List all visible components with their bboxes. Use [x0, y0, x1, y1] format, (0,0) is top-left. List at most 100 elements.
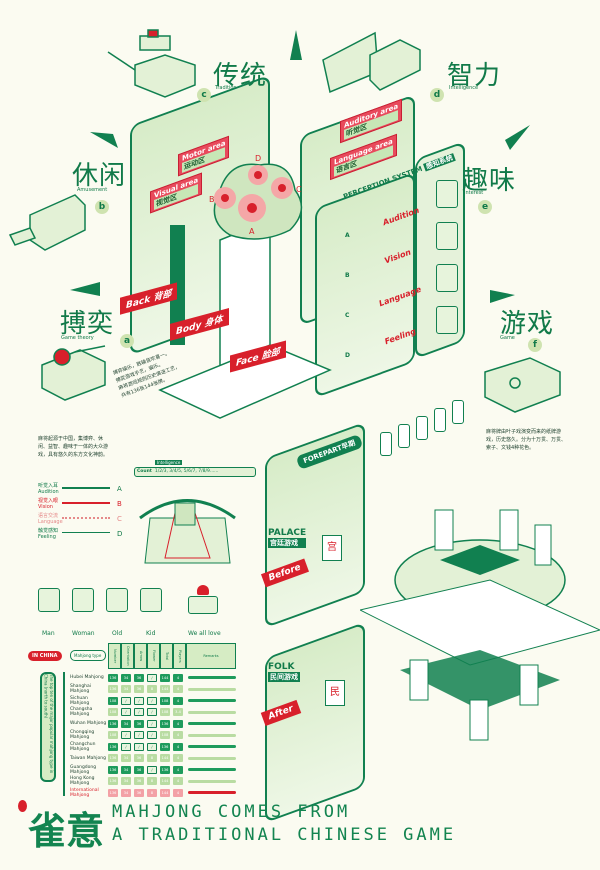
- category-title: 休闲: [72, 161, 127, 191]
- man-icon: [38, 588, 60, 612]
- players-scene: [360, 509, 600, 741]
- brain-illustration: A B C D: [209, 154, 303, 240]
- tile-icon: [452, 400, 464, 424]
- hand-icon: [436, 306, 458, 334]
- row-name: Chongqing Mahjong: [70, 730, 95, 741]
- game-controller-icon: [484, 357, 561, 413]
- table-cell: 34: [121, 788, 131, 797]
- table-cell: 4: [173, 742, 183, 751]
- table-cell: 136: [160, 742, 170, 751]
- remark-bar: [188, 791, 236, 795]
- category-subtitle: Game theory: [61, 335, 94, 341]
- table-vertical-label: The top ten of the major popular mahjong…: [40, 672, 56, 782]
- table-cell: 108: [108, 696, 118, 705]
- table-cell: 4: [173, 685, 183, 694]
- table-cell: 144: [160, 685, 170, 694]
- remark-bar: [188, 687, 236, 691]
- table-header-cell: Remarks: [186, 643, 236, 669]
- table-cell: 108: [160, 731, 170, 740]
- table-cell: 4: [173, 719, 183, 728]
- table-cell: 136: [160, 765, 170, 774]
- table-cell: /: [134, 696, 144, 705]
- table-cell: 4: [173, 765, 183, 774]
- table-cell: 4: [173, 731, 183, 740]
- remark-bar: [188, 745, 236, 749]
- remark-bar: [188, 699, 236, 703]
- title-line-2: A TRADITIONAL CHINESE GAME: [112, 825, 457, 845]
- intro-text: 麻将起源于中国，集博弈、休闲、益智、趣味于一体的大众游戏，具有悠久的东方文化神韵…: [38, 436, 109, 458]
- table-cell: 144: [160, 754, 170, 763]
- row-name: Sichuan Mahjong: [70, 695, 90, 706]
- row-name: Wuhan Mahjong: [70, 721, 107, 727]
- table-cell: 34: [121, 719, 131, 728]
- table-cell: /: [147, 731, 157, 740]
- table-cell: 34: [121, 685, 131, 694]
- perception-letter-a: A: [345, 232, 350, 239]
- people-label: Old: [112, 630, 123, 637]
- table-header-cell: Total: [160, 643, 173, 669]
- category-title: 趣味: [462, 166, 517, 196]
- table-cell: 4: [173, 777, 183, 786]
- calculator-icon: [322, 31, 421, 94]
- billiard-ball-icon: [41, 345, 106, 401]
- category-title: 搏奕: [60, 309, 115, 339]
- table-cell: 108: [160, 708, 170, 717]
- table-cell: 36: [134, 685, 144, 694]
- brain-point-c: C: [296, 185, 302, 194]
- table-cell: /: [134, 731, 144, 740]
- table-header-cell: Flower: [147, 643, 160, 669]
- eye-icon: [436, 222, 458, 250]
- remark-bar: [188, 722, 236, 726]
- remark-bar: [188, 756, 236, 760]
- ear-icon: [436, 180, 458, 208]
- people-label: Man: [42, 630, 55, 637]
- tile-icon: [416, 416, 428, 440]
- category-subtitle: Game: [500, 335, 515, 341]
- table-cell: /: [121, 708, 131, 717]
- table-cell: 36: [134, 754, 144, 763]
- folk-lantern: 民: [325, 680, 345, 706]
- table-cell: /: [121, 696, 131, 705]
- table-cell: 4: [173, 673, 183, 682]
- direction-arrows: [70, 30, 530, 303]
- people-label: Kid: [146, 630, 156, 637]
- count-bar-tab: Intelligence: [155, 460, 183, 465]
- category-subtitle: Amusement: [77, 187, 108, 193]
- row-name: International Mahjong: [70, 787, 99, 798]
- table-cell: 34: [121, 754, 131, 763]
- palace-lantern: 宫: [322, 535, 342, 561]
- ice-cream-icon: [8, 194, 86, 251]
- table-cell: 36: [134, 788, 144, 797]
- table-cell: 136: [108, 742, 118, 751]
- perception-letter-d: D: [345, 352, 350, 359]
- table-cell: /: [147, 765, 157, 774]
- heart-box-icon: [188, 596, 218, 614]
- teapot-icon: [107, 29, 196, 98]
- row-name: Changsha Mahjong: [70, 707, 93, 718]
- bird-icon: [18, 800, 27, 812]
- people-label: Woman: [72, 630, 95, 637]
- remark-bar: [188, 779, 236, 783]
- table-cell: 8: [147, 754, 157, 763]
- table-cube-illustration: [139, 499, 236, 564]
- perception-letter-b: B: [345, 272, 350, 279]
- table-timeline: [63, 672, 65, 796]
- remark-bar: [188, 676, 236, 680]
- table-cell: 144: [160, 777, 170, 786]
- table-cell: /: [147, 708, 157, 717]
- table-cell: 34: [121, 777, 131, 786]
- category-badge: c: [197, 88, 211, 102]
- folk-panel: [265, 621, 365, 824]
- category-badge: e: [478, 200, 492, 214]
- row-name: Changchun Mahjong: [70, 741, 96, 752]
